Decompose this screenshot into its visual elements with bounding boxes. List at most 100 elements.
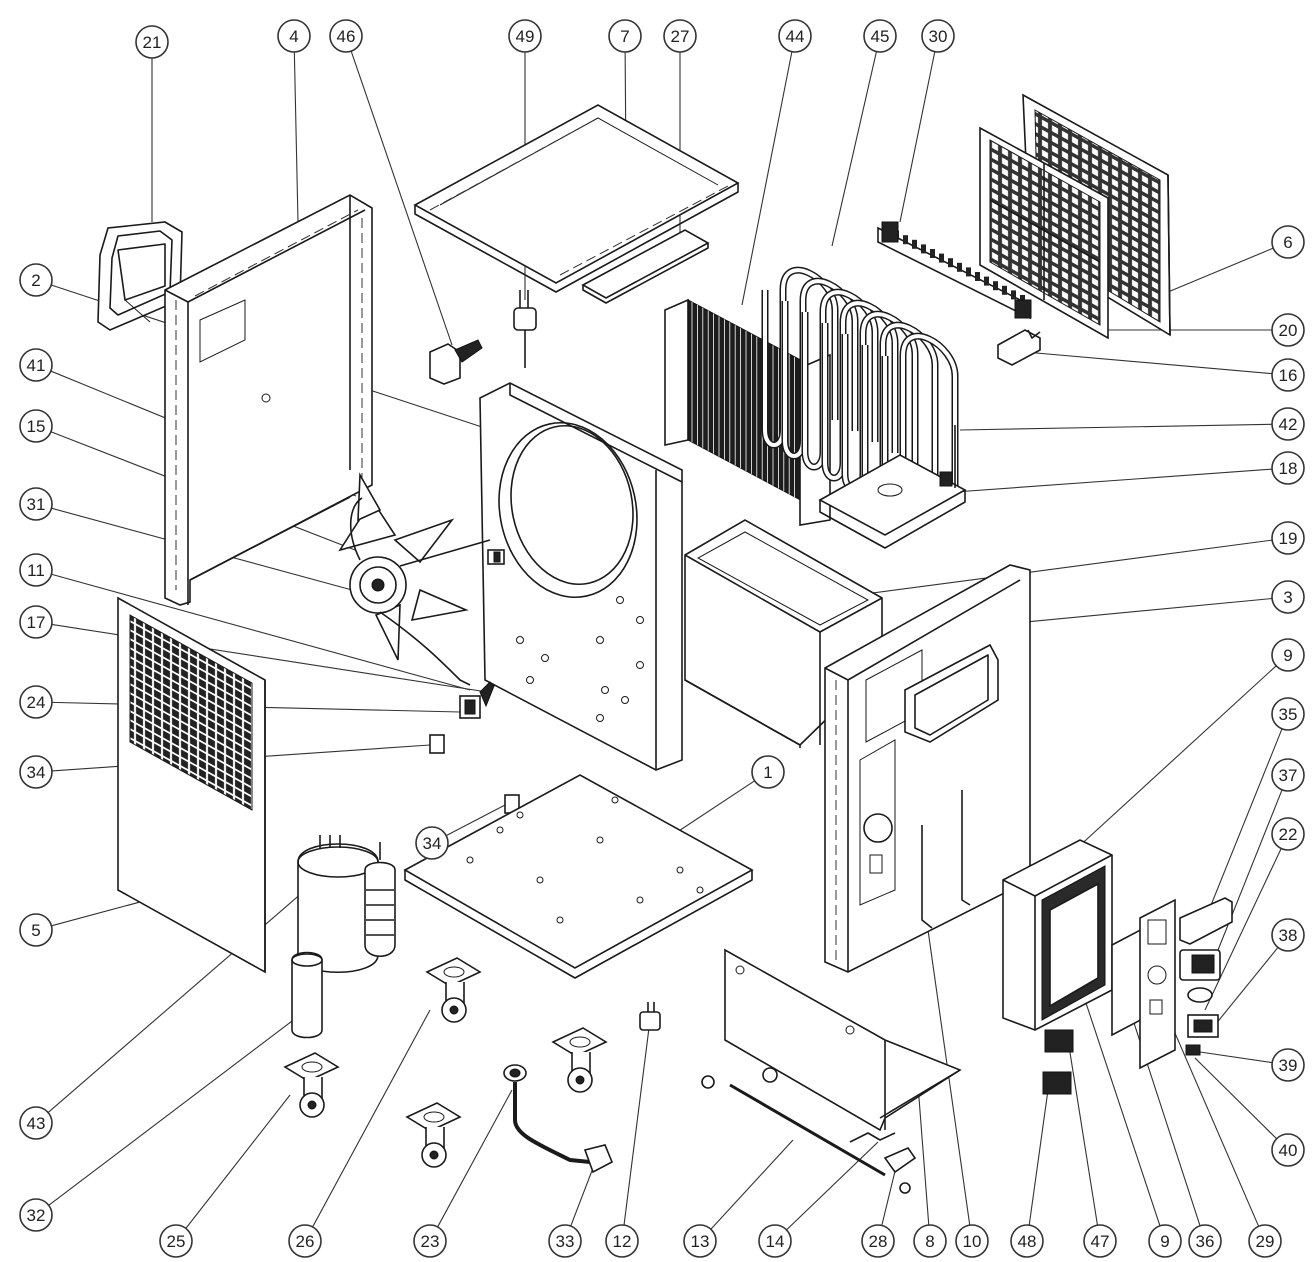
leader-c8 — [916, 1071, 930, 1226]
callout-c15: 15 — [19, 409, 53, 443]
callout-c24: 24 — [19, 685, 53, 719]
callout-c18: 18 — [1271, 451, 1305, 485]
callout-circle — [1010, 1224, 1044, 1258]
callout-circle — [19, 487, 53, 521]
callout-number: 2 — [31, 271, 40, 290]
part-22-ring — [1187, 987, 1213, 1003]
callout-number: 39 — [1279, 1056, 1298, 1075]
callout-circle — [1271, 1133, 1305, 1167]
leader-c12 — [623, 1019, 651, 1226]
callout-c29: 29 — [1248, 1224, 1282, 1258]
callout-c13: 13 — [683, 1224, 717, 1258]
callout-c32: 32 — [19, 1198, 53, 1232]
callout-circle — [608, 19, 642, 53]
callout-c38: 38 — [1271, 918, 1305, 952]
callout-c12: 12 — [605, 1224, 639, 1258]
callout-circle — [413, 1224, 447, 1258]
callout-number: 36 — [1196, 1232, 1215, 1251]
callout-circle — [19, 605, 53, 639]
callout-circle — [1271, 451, 1305, 485]
callout-circle — [159, 1224, 193, 1258]
callout-circle — [329, 19, 363, 53]
leader-c37 — [1207, 789, 1283, 976]
callout-c44: 44 — [778, 19, 812, 53]
leader-c42 — [959, 423, 1273, 431]
callout-circle — [1248, 1224, 1282, 1258]
callout-number: 49 — [516, 27, 535, 46]
leader-c29 — [1164, 1009, 1260, 1227]
leader-c25 — [185, 1094, 291, 1229]
part-24-switch — [459, 695, 481, 719]
callout-c1: 1 — [751, 755, 785, 789]
leader-c44 — [741, 51, 793, 306]
part-25-26-casters — [283, 957, 608, 1168]
callout-number: 34 — [423, 834, 442, 853]
callout-c41: 41 — [19, 348, 53, 382]
part-7-top-cover — [413, 104, 740, 293]
callout-number: 6 — [1283, 233, 1292, 252]
callout-circle — [19, 685, 53, 719]
part-23-grommet — [503, 1064, 527, 1082]
callout-number: 38 — [1279, 926, 1298, 945]
callout-circle — [19, 263, 53, 297]
callout-circle — [19, 1198, 53, 1232]
callout-c34b: 34 — [415, 826, 449, 860]
callout-number: 46 — [337, 27, 356, 46]
callout-circle — [913, 1224, 947, 1258]
callout-c10: 10 — [955, 1224, 989, 1258]
part-20-inner-filter — [979, 126, 1109, 340]
callout-circle — [751, 755, 785, 789]
callout-circle — [1148, 1224, 1182, 1258]
callout-number: 28 — [869, 1232, 888, 1251]
callout-c47: 47 — [1083, 1224, 1117, 1258]
part-12-fitting — [639, 1002, 661, 1031]
callout-circle — [135, 25, 169, 59]
callout-circle — [19, 755, 53, 789]
part-41-cable-clip — [487, 549, 505, 565]
callout-c3: 3 — [1271, 580, 1305, 614]
leader-c38 — [1214, 947, 1279, 1026]
part-32-capacitor — [291, 951, 323, 1039]
callout-circle — [1271, 225, 1305, 259]
callout-circle — [1271, 358, 1305, 392]
callout-number: 17 — [27, 613, 46, 632]
leader-c16 — [1024, 351, 1273, 375]
part-34-switch-upper — [429, 734, 445, 754]
callout-circle — [663, 19, 697, 53]
callout-number: 24 — [27, 693, 46, 712]
callout-number: 44 — [786, 27, 805, 46]
callout-c20: 20 — [1271, 313, 1305, 347]
callout-c5: 5 — [19, 913, 53, 947]
callout-c4: 4 — [277, 19, 311, 53]
callout-c48: 48 — [1010, 1224, 1044, 1258]
callout-number: 25 — [167, 1232, 186, 1251]
callout-circle — [605, 1224, 639, 1258]
callout-circle — [19, 348, 53, 382]
callout-number: 29 — [1256, 1232, 1275, 1251]
leader-c43 — [47, 859, 341, 1113]
callout-c30: 30 — [921, 19, 955, 53]
callout-circle — [1271, 313, 1305, 347]
callout-c16: 16 — [1271, 358, 1305, 392]
callout-number: 16 — [1279, 366, 1298, 385]
callout-number: 15 — [27, 417, 46, 436]
part-30-electrode-bar — [877, 221, 1032, 320]
callout-number: 37 — [1279, 766, 1298, 785]
leader-c45 — [831, 51, 877, 247]
leader-c23 — [437, 1089, 513, 1228]
leader-c48 — [1028, 1089, 1049, 1226]
leader-c46 — [350, 50, 453, 346]
callout-circle — [758, 1224, 792, 1258]
callout-number: 9 — [1283, 646, 1292, 665]
part-17-hook — [479, 681, 495, 708]
callout-c49: 49 — [508, 19, 542, 53]
callout-number: 3 — [1283, 588, 1292, 607]
part-18-drain-tray — [818, 425, 967, 549]
callout-c14: 14 — [758, 1224, 792, 1258]
callout-number: 26 — [296, 1232, 315, 1251]
callout-c22: 22 — [1271, 817, 1305, 851]
part-35-terminal-strip — [1179, 897, 1233, 945]
callout-circle — [1271, 580, 1305, 614]
